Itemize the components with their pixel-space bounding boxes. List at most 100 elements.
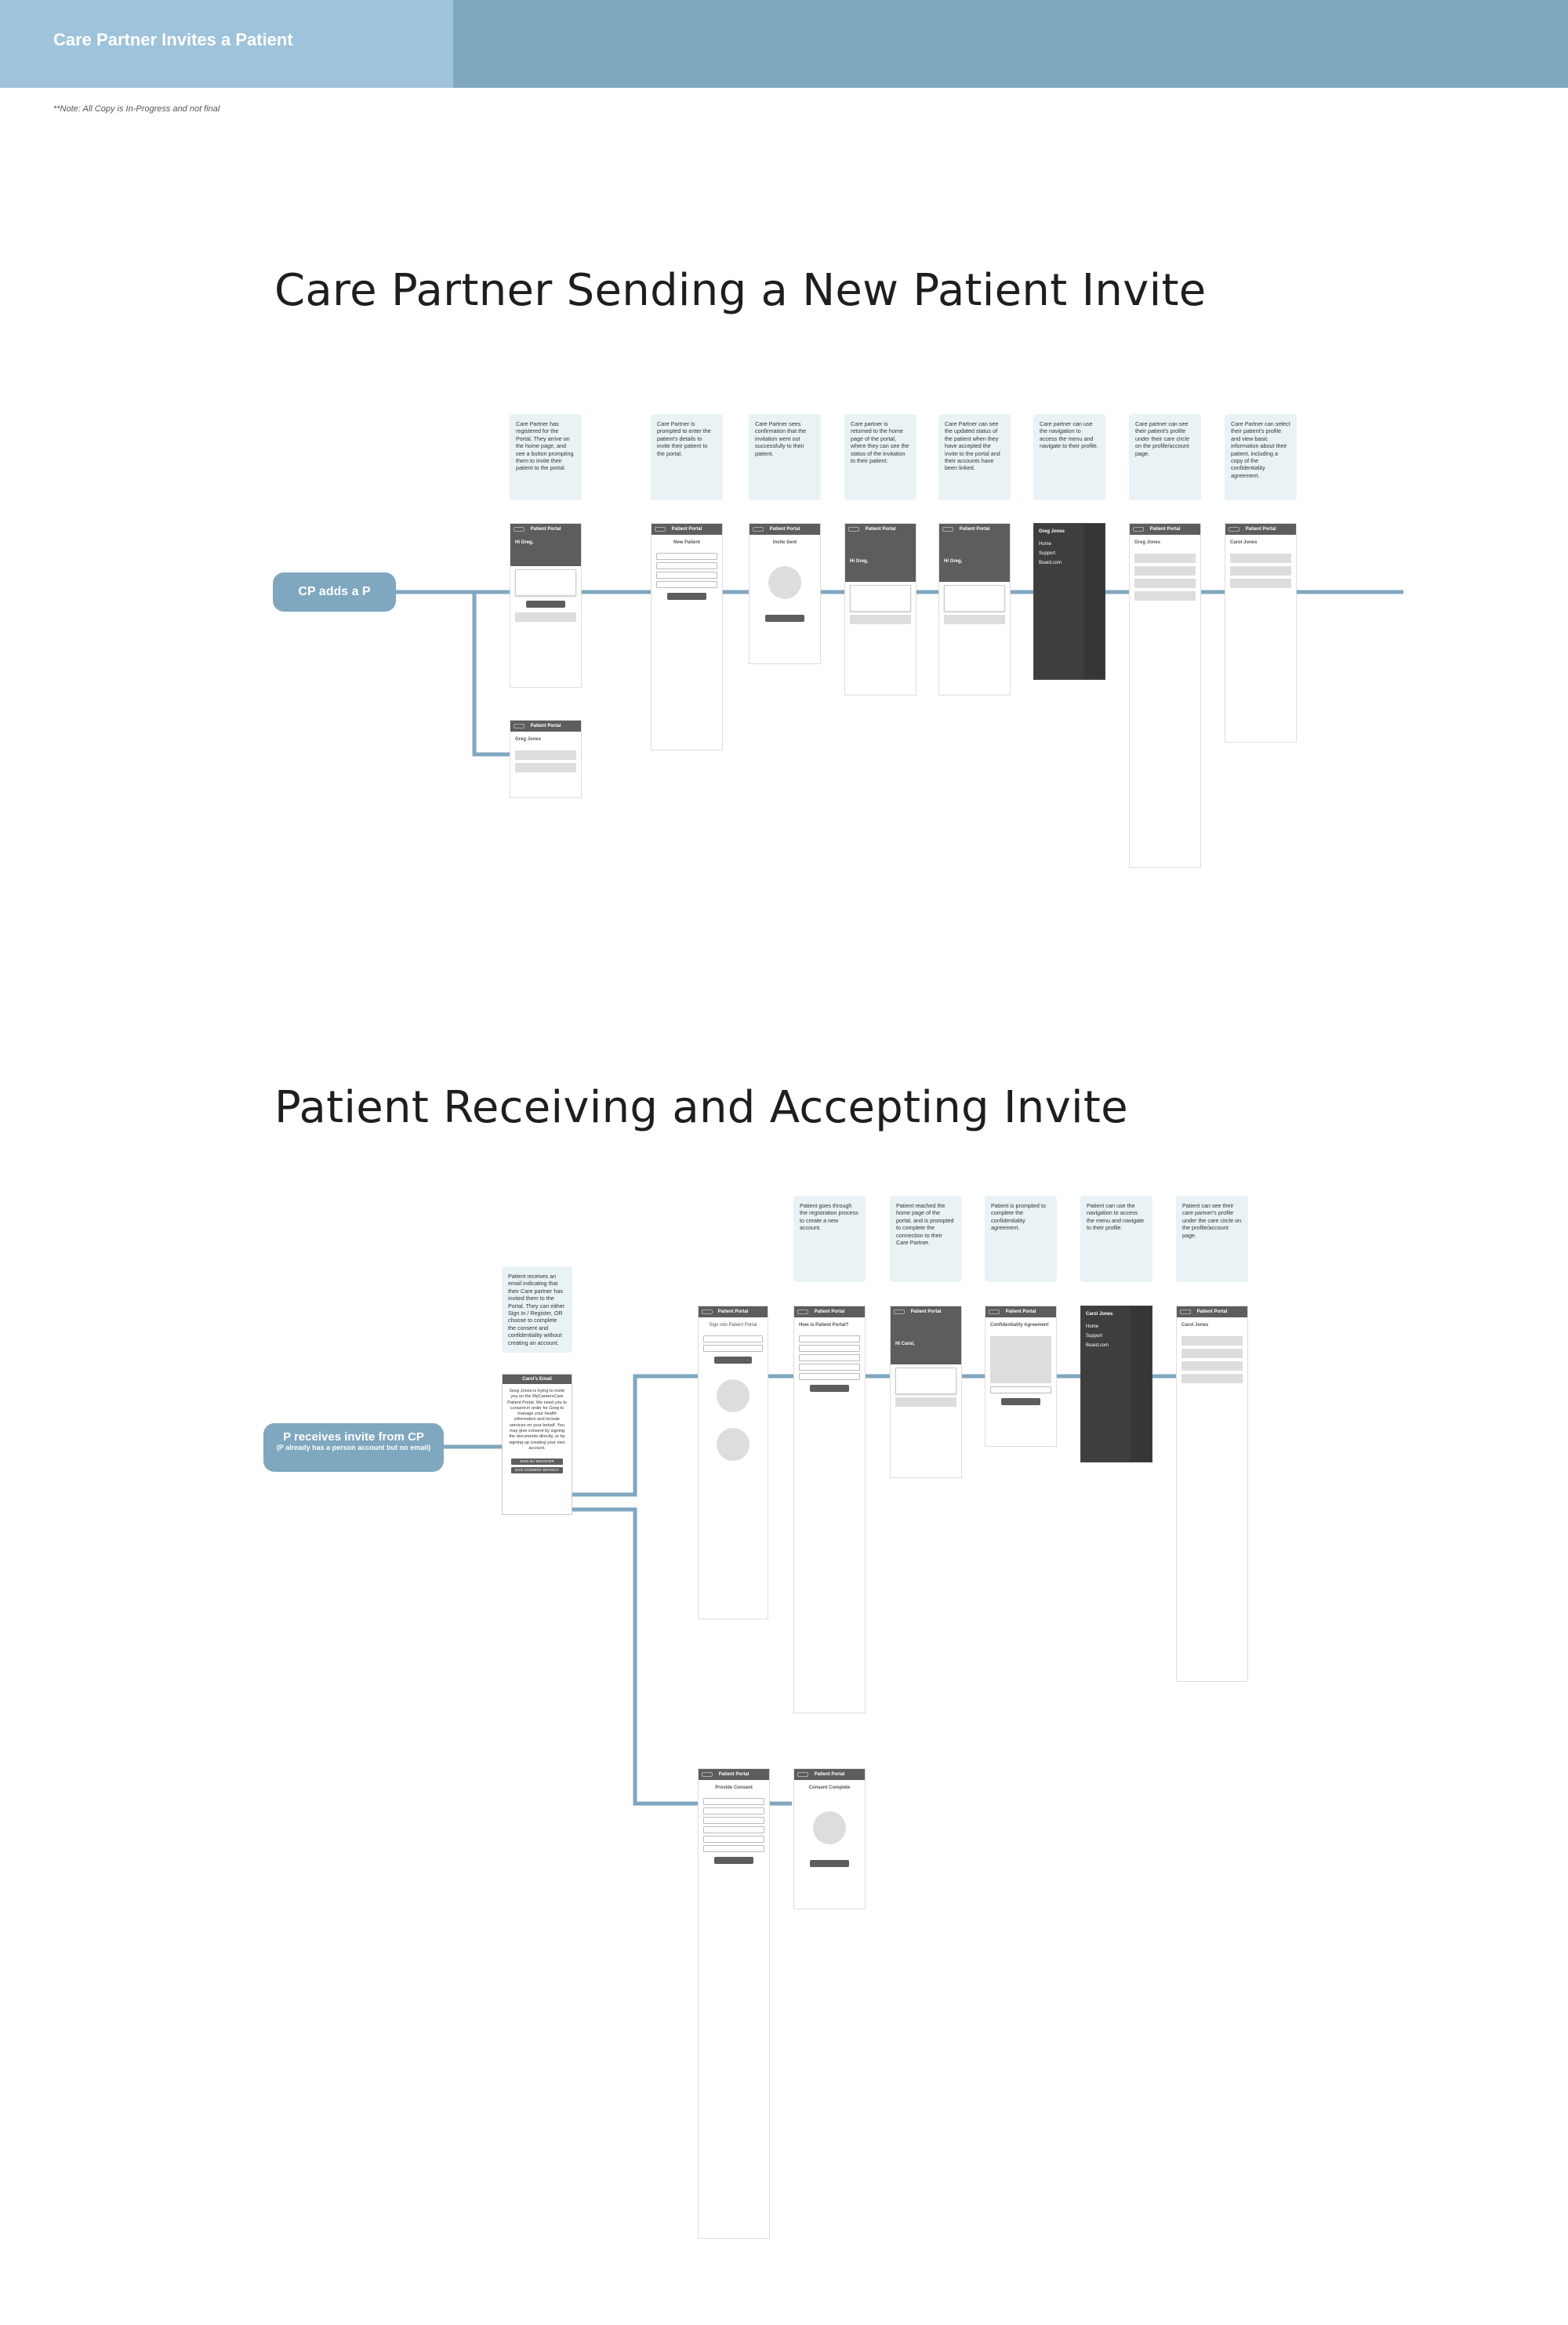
placeholder-block: [515, 612, 576, 622]
screen-title-bar: Patient Portal: [1225, 524, 1296, 535]
phone-screen-cp-home: Patient Portal Hi Greg,: [510, 523, 582, 688]
menu-icon[interactable]: [702, 1772, 713, 1777]
signature-field[interactable]: [990, 1386, 1051, 1393]
screen-title-bar: Patient Portal: [750, 524, 820, 535]
sign-in-button[interactable]: [713, 1357, 753, 1364]
form-field[interactable]: [703, 1826, 764, 1833]
form-field[interactable]: [799, 1373, 860, 1380]
form-field[interactable]: [703, 1807, 764, 1815]
status-card[interactable]: [850, 585, 911, 612]
header-bar: Care Partner Invites a Patient: [0, 0, 1568, 88]
feature-image: [717, 1379, 750, 1412]
form-field[interactable]: [799, 1335, 860, 1342]
connector: [472, 592, 511, 757]
screen-hero: Hi Greg,: [939, 535, 1010, 582]
step-note: Patient can see their care partner's pro…: [1176, 1196, 1248, 1282]
give-consent-button[interactable]: GIVE CONSENT WITHOUT: [511, 1467, 563, 1474]
screen-title-bar: Patient Portal: [891, 1306, 961, 1317]
header-title: Care Partner Invites a Patient: [53, 30, 293, 49]
connection-card[interactable]: [895, 1368, 956, 1394]
email-field[interactable]: [656, 572, 717, 579]
placeholder-block: [895, 1397, 956, 1407]
feature-image: [717, 1428, 750, 1461]
menu-icon[interactable]: [753, 527, 764, 532]
menu-item-board[interactable]: Board.com: [1039, 561, 1062, 565]
step-note: Care Partner is prompted to enter the pa…: [651, 414, 723, 500]
send-invite-button[interactable]: [667, 593, 706, 600]
username-field[interactable]: [703, 1335, 763, 1342]
sign-in-register-button[interactable]: SIGN IN / REGISTER: [511, 1459, 563, 1466]
menu-icon[interactable]: [702, 1310, 713, 1314]
invite-card[interactable]: [515, 569, 576, 596]
section1-title: Care Partner Sending a New Patient Invit…: [274, 265, 1207, 316]
menu-icon[interactable]: [797, 1310, 808, 1314]
menu-icon[interactable]: [514, 724, 524, 728]
dob-field[interactable]: [656, 581, 717, 588]
form-field[interactable]: [703, 1845, 764, 1852]
agree-button[interactable]: [1001, 1398, 1040, 1405]
menu-icon[interactable]: [989, 1310, 1000, 1314]
form-field[interactable]: [703, 1836, 764, 1843]
screen-title-bar: Patient Portal: [1177, 1306, 1247, 1317]
step-note: Patient reached the home page of the por…: [890, 1196, 962, 1282]
menu-overlay[interactable]: [1131, 1306, 1152, 1462]
menu-icon[interactable]: [655, 527, 666, 532]
menu-item-board[interactable]: Board.com: [1086, 1343, 1109, 1348]
agreement-row[interactable]: [1230, 579, 1291, 588]
menu-overlay[interactable]: [1083, 524, 1105, 679]
form-field[interactable]: [703, 1817, 764, 1824]
phone-screen-consent-complete: Patient Portal Consent Complete: [793, 1768, 866, 1909]
phone-screen-confidentiality: Patient Portal Confidentiality Agreement: [985, 1306, 1057, 1447]
form-field[interactable]: [799, 1364, 860, 1371]
provide-consent-button[interactable]: [714, 1857, 753, 1864]
menu-item-support[interactable]: Support: [1039, 551, 1056, 556]
password-field[interactable]: [703, 1345, 763, 1352]
status-card[interactable]: [944, 585, 1005, 612]
screen-hero: Hi Greg,: [845, 535, 916, 582]
first-name-field[interactable]: [656, 553, 717, 560]
continue-button[interactable]: [810, 1385, 849, 1392]
back-home-button[interactable]: [765, 615, 804, 622]
step-note: Care partner is returned to the home pag…: [844, 414, 916, 500]
menu-icon[interactable]: [1180, 1310, 1191, 1314]
menu-icon[interactable]: [942, 527, 953, 532]
menu-item-support[interactable]: Support: [1086, 1334, 1103, 1339]
phone-screen-provide-consent: Patient Portal Provide Consent: [698, 1768, 770, 2239]
last-name-field[interactable]: [656, 562, 717, 569]
go-to-board-button[interactable]: [810, 1860, 849, 1867]
menu-icon[interactable]: [797, 1772, 808, 1777]
copy-note: **Note: All Copy is In-Progress and not …: [53, 104, 220, 114]
phone-screen-branch-pending: Patient Portal Greg Jones: [510, 720, 582, 798]
start-pill-cp-adds-p: CP adds a P: [273, 572, 396, 612]
info-row: [1230, 554, 1291, 563]
menu-icon[interactable]: [1229, 527, 1240, 532]
care-circle-row[interactable]: [1134, 554, 1196, 563]
step-note: Care Partner has registered for the Port…: [510, 414, 582, 500]
menu-item-home[interactable]: Home: [1039, 542, 1052, 547]
care-circle-row[interactable]: [1181, 1336, 1243, 1346]
screen-title-bar: Patient Portal: [699, 1769, 769, 1780]
form-field[interactable]: [799, 1345, 860, 1352]
header-tab: [0, 0, 453, 88]
info-row: [1134, 591, 1196, 601]
menu-icon[interactable]: [1133, 527, 1144, 532]
phone-screen-cp-profile: Patient Portal Greg Jones: [1129, 523, 1201, 868]
menu-icon[interactable]: [514, 527, 524, 532]
step-note: Care Partner sees confirmation that the …: [749, 414, 821, 500]
step-note: Care partner can see their patient's pro…: [1129, 414, 1201, 500]
form-field[interactable]: [703, 1798, 764, 1805]
form-field[interactable]: [799, 1354, 860, 1361]
start-pill-p-receives-invite: P receives invite from CP (P already has…: [263, 1423, 444, 1472]
phone-screen-patient-menu: Carol Jones Home Support Board.com: [1080, 1306, 1152, 1462]
menu-icon[interactable]: [894, 1310, 905, 1314]
step-note: Patient can use the navigation to access…: [1080, 1196, 1152, 1282]
step-note: Care Partner can see the updated status …: [938, 414, 1011, 500]
phone-screen-patient-profile: Patient Portal Carol Jones: [1225, 523, 1297, 743]
invite-patient-button[interactable]: [526, 601, 565, 608]
agreement-text: [990, 1336, 1051, 1383]
menu-item-home[interactable]: Home: [1086, 1324, 1099, 1329]
phone-screen-registration: Patient Portal How is Patient Portal?: [793, 1306, 866, 1713]
menu-icon[interactable]: [848, 527, 859, 532]
screen-title-bar: Patient Portal: [1130, 524, 1200, 535]
